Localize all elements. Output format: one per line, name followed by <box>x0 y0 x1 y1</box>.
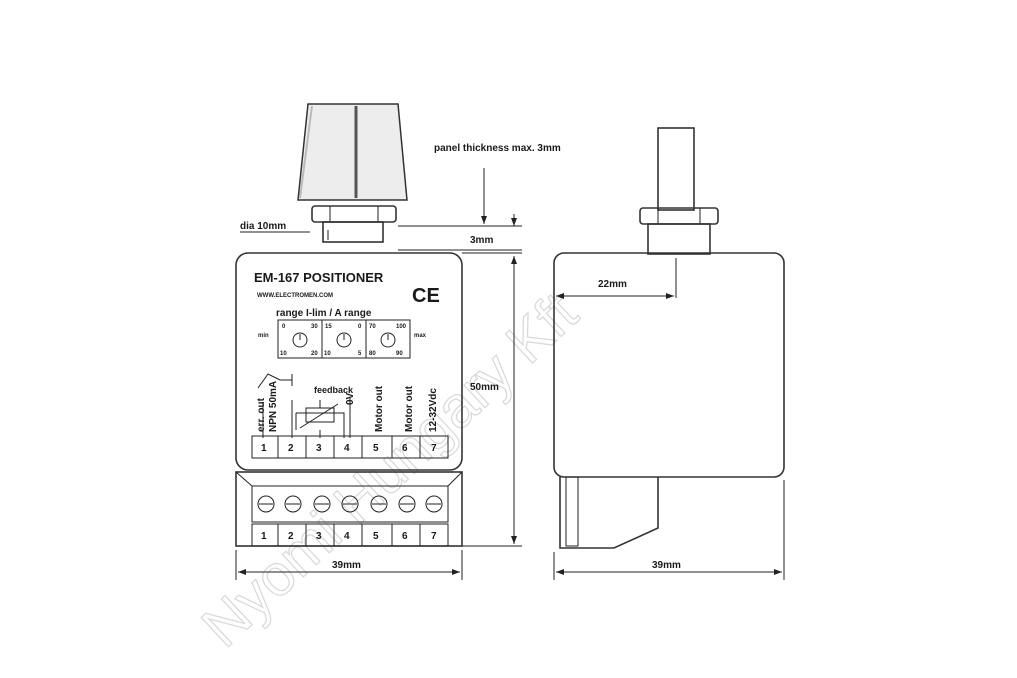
thickness-label: 3mm <box>470 235 493 246</box>
max-label: max <box>414 333 427 339</box>
dia-label: dia 10mm <box>240 221 286 232</box>
terminal-number: 2 <box>288 531 294 542</box>
terminal-number: 3 <box>316 443 322 454</box>
terminal-strip-top: 1 2 3 4 5 6 7 <box>251 435 449 459</box>
range-heading: range I-lim / A range <box>276 308 372 319</box>
knob <box>297 103 408 201</box>
svg-text:20: 20 <box>311 351 318 357</box>
npn-label: NPN 50mA <box>268 381 279 432</box>
front-body <box>235 252 463 471</box>
motor-out-label-2: Motor out <box>404 385 415 432</box>
terminal-number: 7 <box>431 443 437 454</box>
ce-mark: CE <box>412 285 440 307</box>
screw-icon <box>257 495 275 513</box>
svg-text:0: 0 <box>282 324 286 330</box>
terminal-strip-bottom: 1 2 3 4 5 6 7 <box>251 523 449 547</box>
terminal-number: 6 <box>402 531 408 542</box>
screw-icon <box>425 495 443 513</box>
width-side-label: 39mm <box>652 560 681 571</box>
svg-text:90: 90 <box>396 351 403 357</box>
terminal-screws[interactable] <box>257 495 443 513</box>
front-nut <box>311 205 397 243</box>
terminal-number: 4 <box>344 443 350 454</box>
dim-width-front <box>235 550 463 580</box>
svg-text:10: 10 <box>280 351 287 357</box>
dim-height <box>462 252 522 547</box>
err-out-label: err. out <box>256 397 267 432</box>
dim-depth <box>556 258 677 299</box>
svg-text:70: 70 <box>369 324 376 330</box>
terminal-number: 5 <box>373 443 379 454</box>
dim-panel-thickness <box>398 168 522 251</box>
dim-width-side <box>553 480 785 580</box>
depth-label: 22mm <box>598 279 627 290</box>
height-label: 50mm <box>470 382 499 393</box>
motor-out-label-1: Motor out <box>374 385 385 432</box>
svg-text:30: 30 <box>311 324 318 330</box>
terminal-number: 1 <box>261 531 267 542</box>
screw-icon <box>284 495 302 513</box>
min-label: min <box>258 333 269 339</box>
svg-text:100: 100 <box>396 324 407 330</box>
wiring-schematic <box>257 373 351 438</box>
terminal-number: 4 <box>344 531 350 542</box>
screw-icon <box>341 495 359 513</box>
terminal-number: 5 <box>373 531 379 542</box>
screw-icon <box>313 495 331 513</box>
device-title: EM-167 POSITIONER <box>254 270 384 285</box>
svg-text:10: 10 <box>324 351 331 357</box>
terminal-number: 6 <box>402 443 408 454</box>
panel-thickness-label: panel thickness max. 3mm <box>434 143 561 154</box>
terminal-number: 7 <box>431 531 437 542</box>
website-url: WWW.ELECTROMEN.COM <box>257 293 333 299</box>
side-view <box>553 127 785 549</box>
terminal-number: 1 <box>261 443 267 454</box>
zero-volt-label: 0V <box>345 392 356 405</box>
terminal-number: 2 <box>288 443 294 454</box>
dial-current-limit[interactable]: 15 0 10 5 <box>321 319 367 359</box>
dial-range-max[interactable]: 70 100 80 90 <box>365 319 411 359</box>
screw-icon <box>398 495 416 513</box>
svg-text:0: 0 <box>358 324 362 330</box>
screw-icon <box>370 495 388 513</box>
supply-voltage-label: 12-32Vdc <box>428 388 439 432</box>
terminal-number: 3 <box>316 531 322 542</box>
svg-text:80: 80 <box>369 351 376 357</box>
svg-text:5: 5 <box>358 351 362 357</box>
dial-range-min[interactable]: 0 30 10 20 <box>277 319 323 359</box>
svg-text:15: 15 <box>325 324 332 330</box>
feedback-label: feedback <box>314 385 354 395</box>
width-front-label: 39mm <box>332 560 361 571</box>
